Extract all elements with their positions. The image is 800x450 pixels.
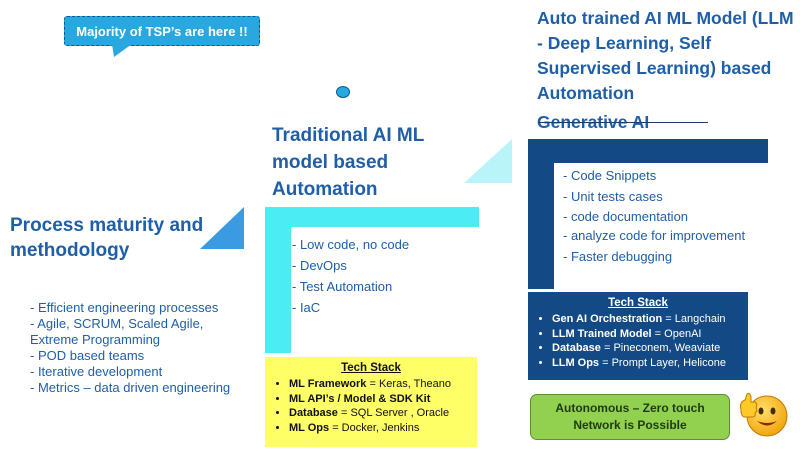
tech-stack-row: ML API’s / Model & SDK Kit [289, 392, 477, 407]
tech-stack-label: ML Framework [289, 378, 367, 390]
list-item: - Test Automation [292, 279, 393, 294]
list-item: - analyze code for improvement [563, 227, 746, 243]
list-item: - Efficient engineering processes [30, 300, 219, 315]
tech-stack-row: Database = SQL Server , Oracle [289, 406, 477, 421]
tech-stack-value: = OpenAI [651, 327, 702, 340]
autonomous-network-box: Autonomous – Zero touch Network is Possi… [530, 394, 730, 440]
process-maturity-heading: Process maturity and methodology [10, 215, 204, 261]
callout-text: Majority of TSP’s are here !! [76, 23, 248, 39]
tech-stack-value: = SQL Server , Oracle [337, 407, 450, 419]
traditional-ai-heading: Traditional AI ML model based Automation [272, 125, 425, 200]
tech-stack-list: ML Framework = Keras, Theano ML API’s / … [265, 377, 477, 435]
list-item: - Unit tests cases [563, 188, 663, 204]
tech-stack-title: Tech Stack [341, 362, 401, 374]
traditional-ai-list: - Low code, no code - DevOps - Test Auto… [292, 234, 409, 318]
stair-triangle-2 [464, 139, 512, 183]
traditional-bar-top [265, 207, 479, 227]
generative-tech-stack-box: Tech Stack Gen AI Orchestration = Langch… [528, 292, 748, 380]
tech-stack-label: Gen AI Orchestration [552, 313, 663, 325]
list-item: - POD based teams [30, 348, 145, 363]
tech-stack-value: = Pineconem, Weaviate [600, 342, 721, 354]
callout-bubble: Majority of TSP’s are here !! [64, 16, 260, 46]
tech-stack-row: Database = Pineconem, Weaviate [552, 341, 748, 356]
generative-bar-top [528, 139, 768, 163]
tech-stack-value: = Langchain [662, 313, 726, 325]
list-item: - Faster debugging [563, 248, 673, 264]
tech-stack-value: = Prompt Layer, Helicone [599, 356, 726, 369]
tech-stack-label: ML API’s / Model & SDK Kit [289, 392, 431, 405]
tech-stack-title: Tech Stack [608, 297, 668, 309]
tech-stack-label: Database [289, 407, 338, 419]
list-item: - code documentation [563, 209, 689, 224]
tech-stack-row: ML Framework = Keras, Theano [289, 377, 477, 392]
traditional-bar-side [265, 207, 291, 353]
callout-pointer-dot [336, 86, 350, 98]
tech-stack-row: Gen AI Orchestration = Langchain [552, 312, 748, 327]
tech-stack-row: ML Ops = Docker, Jenkins [289, 421, 477, 436]
tech-stack-label: LLM Trained Model [552, 327, 652, 340]
list-item: - DevOps [292, 258, 347, 273]
tech-stack-value: = Keras, Theano [366, 378, 451, 390]
generative-ai-list: - Code Snippets - Unit tests cases - cod… [563, 166, 753, 267]
tech-stack-label: LLM Ops [552, 356, 600, 369]
list-item: - IaC [292, 300, 321, 315]
tech-stack-row: LLM Ops = Prompt Layer, Helicone [552, 356, 748, 371]
traditional-tech-stack-box: Tech Stack ML Framework = Keras, Theano … [265, 357, 477, 447]
list-item: - Low code, no code [292, 237, 410, 252]
tech-stack-label: Database [552, 342, 601, 354]
tech-stack-row: LLM Trained Model = OpenAI [552, 327, 748, 342]
list-item: - Agile, SCRUM, Scaled Agile, Extreme Pr… [30, 316, 204, 347]
callout-tail [112, 44, 132, 57]
tech-stack-label: ML Ops [289, 421, 330, 434]
stair-triangle-1 [200, 207, 244, 249]
generative-bar-side [528, 139, 554, 289]
list-item: - Iterative development [30, 364, 163, 379]
auto-trained-ai-heading: Auto trained AI ML Model (LLM - Deep Lea… [537, 8, 794, 103]
process-maturity-list: - Efficient engineering processes - Agil… [30, 300, 240, 396]
tech-stack-value: = Docker, Jenkins [329, 421, 420, 434]
list-item: - Code Snippets [563, 168, 657, 183]
thumbs-up-smiley-icon [740, 392, 788, 437]
heading-strike-line [538, 122, 708, 123]
list-item: - Metrics – data driven engineering [30, 380, 231, 395]
autonomous-network-text: Autonomous – Zero touch Network is Possi… [555, 401, 705, 432]
tech-stack-list: Gen AI Orchestration = Langchain LLM Tra… [528, 312, 748, 370]
